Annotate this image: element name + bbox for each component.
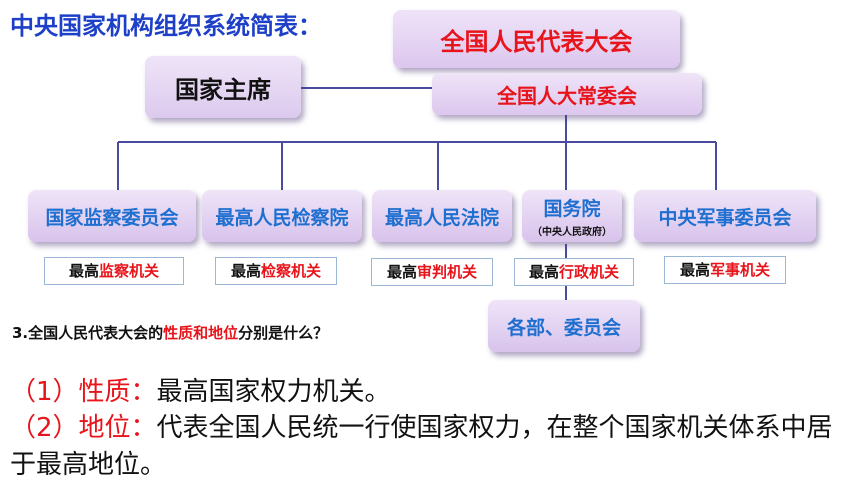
ministries-label: 各部、委员会: [506, 316, 621, 339]
answer-2: （2）地位：代表全国人民统一行使国家权力，在整个国家机关体系中居于最高地位。: [10, 413, 833, 480]
ministries-box: 各部、委员会: [488, 300, 640, 352]
organ-box-procuratorate: 最高人民检察院: [202, 190, 362, 242]
organ-tag-court: 最高审判机关: [371, 258, 493, 286]
organ-label: 最高人民检察院: [215, 206, 349, 229]
npc-label: 全国人民代表大会: [440, 27, 633, 56]
organ-box-state-council: 国务院 （中央人民政府）: [522, 190, 622, 242]
question-text: 3.全国人民代表大会的性质和地位分别是什么？: [12, 324, 329, 342]
organ-label: 最高人民法院: [384, 206, 499, 229]
organ-tag-procuratorate: 最高检察机关: [215, 257, 337, 285]
organ-tag-supervision: 最高监察机关: [44, 257, 184, 285]
president-box: 国家主席: [145, 56, 301, 118]
organ-box-supervision: 国家监察委员会: [28, 190, 196, 242]
page-title: 中央国家机构组织系统简表：: [10, 12, 322, 40]
organ-tag-military: 最高军事机关: [664, 256, 786, 284]
organ-label: 中央军事委员会: [658, 206, 792, 229]
organ-label: 国务院: [543, 198, 601, 220]
organ-sublabel: （中央人民政府）: [532, 227, 612, 238]
president-label: 国家主席: [175, 75, 271, 104]
npc-standing-label: 全国人大常委会: [497, 83, 637, 108]
organ-box-military: 中央军事委员会: [634, 190, 816, 242]
organ-tag-state-council: 最高行政机关: [514, 258, 634, 286]
organ-box-court: 最高人民法院: [372, 190, 512, 242]
answer-1: （1）性质：最高国家权力机关。: [10, 377, 391, 407]
npc-box: 全国人民代表大会: [393, 10, 680, 68]
organ-label: 国家监察委员会: [45, 206, 179, 229]
npc-standing-box: 全国人大常委会: [432, 73, 702, 115]
